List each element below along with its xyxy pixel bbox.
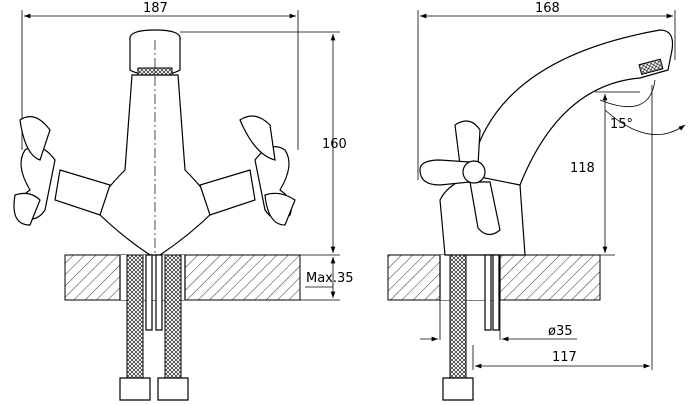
reach-dimension: 117 — [472, 85, 653, 370]
max-thickness-dimension: Max.35 — [300, 257, 354, 301]
side-hose — [439, 254, 501, 401]
right-handle — [199, 115, 296, 226]
width-label: 187 — [143, 1, 168, 16]
max-thickness-label: Max.35 — [306, 271, 354, 286]
side-view: 168 15° 118 — [387, 1, 686, 401]
front-view: 187 160 Max.35 — [13, 1, 354, 401]
spout — [469, 29, 674, 186]
height-label: 160 — [322, 137, 347, 152]
angle-label: 15° — [610, 117, 633, 132]
spout-height-label: 118 — [570, 161, 595, 176]
diameter-dimension: ø35 — [420, 324, 577, 342]
reach-label: 117 — [552, 350, 577, 365]
height-dimension: 160 — [180, 31, 347, 256]
hoses — [119, 254, 189, 401]
angle-dimension: 15° — [599, 79, 686, 135]
length-dimension: 168 — [417, 1, 676, 180]
spout-height-dimension: 118 — [560, 91, 640, 256]
length-label: 168 — [535, 1, 560, 16]
side-handle — [419, 120, 501, 236]
diameter-label: ø35 — [548, 324, 573, 339]
aerator — [638, 58, 664, 76]
left-handle — [13, 116, 111, 226]
